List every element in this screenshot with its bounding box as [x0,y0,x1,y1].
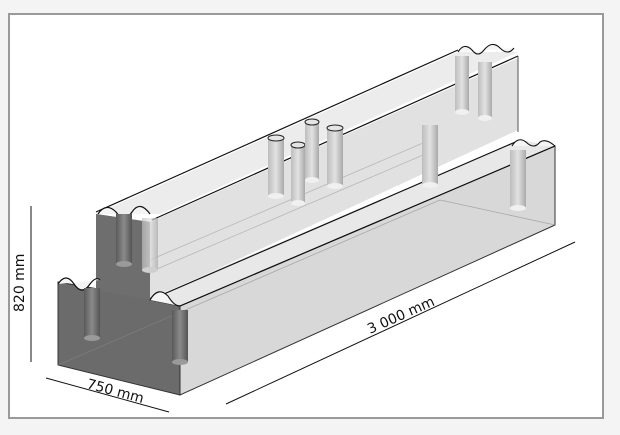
dimension-lines [30,206,576,413]
vertical-channels [84,56,526,365]
width-dimension-line [45,377,170,413]
length-dimension-line [225,241,576,405]
height-label: 820 mm [12,254,28,312]
